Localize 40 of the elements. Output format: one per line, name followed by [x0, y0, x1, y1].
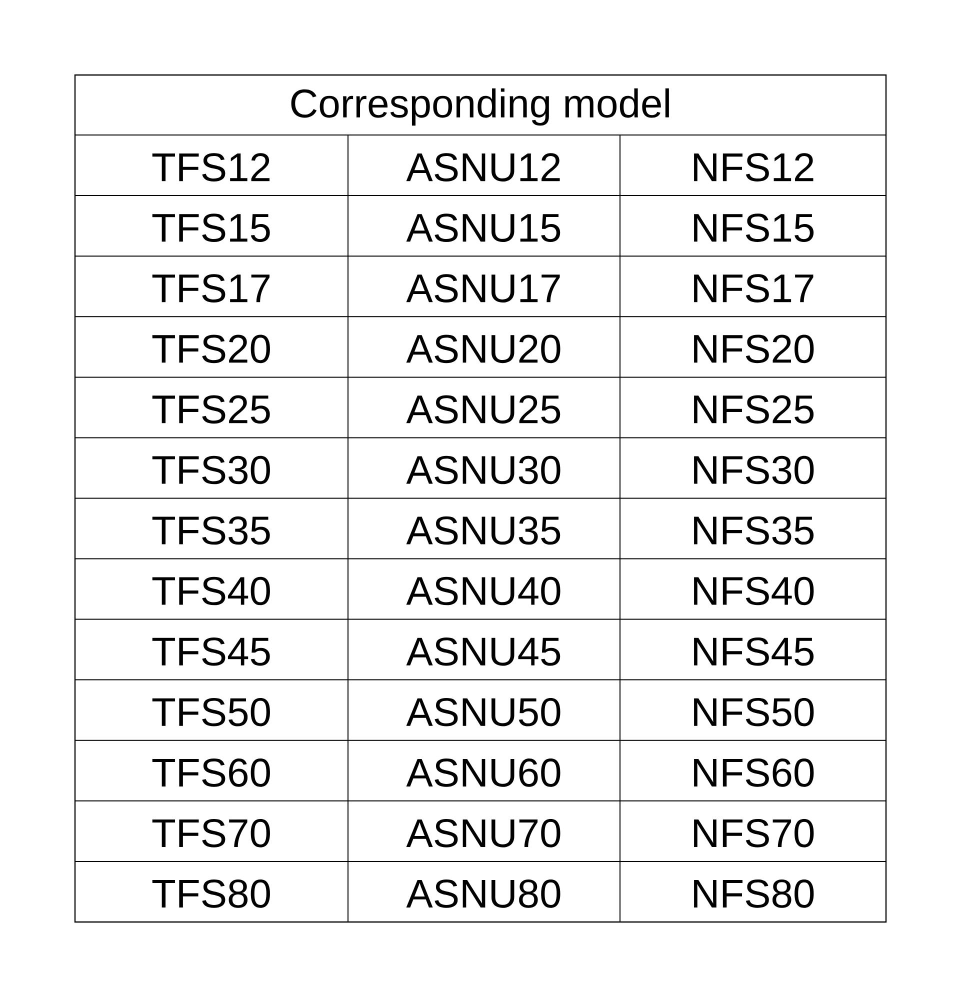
model-number: NFS45 — [694, 637, 814, 666]
model-number: ASNU45 — [406, 637, 560, 666]
model-number: ASNU17 — [406, 274, 560, 302]
model-number: ASNU50 — [406, 698, 560, 726]
model-number: TFS50 — [152, 698, 270, 726]
model-number: ASNU80 — [406, 880, 560, 908]
model-number: TFS30 — [152, 456, 270, 484]
model-number: NFS20 — [694, 334, 814, 364]
model-number: NFS30 — [694, 456, 814, 484]
model-number: TFS15 — [152, 214, 270, 242]
model-number: TFS25 — [152, 395, 270, 424]
model-number: NFS25 — [694, 395, 814, 424]
model-number: NFS50 — [694, 698, 814, 726]
model-number: NFS15 — [694, 214, 814, 242]
model-number: ASNU30 — [406, 456, 560, 484]
model-number: ASNU35 — [406, 516, 560, 545]
model-number: ASNU12 — [406, 153, 560, 182]
model-number: NFS60 — [694, 758, 814, 787]
model-number: TFS70 — [152, 819, 270, 848]
model-number: ASNU60 — [406, 758, 560, 787]
model-number: ASNU25 — [406, 395, 560, 424]
model-number: NFS70 — [694, 819, 814, 848]
table-header: Corresponding model — [291, 88, 669, 126]
model-number: TFS80 — [152, 880, 270, 908]
model-number: ASNU70 — [406, 819, 560, 848]
model-number: TFS20 — [152, 334, 270, 364]
model-number: TFS17 — [152, 274, 270, 302]
model-number: NFS40 — [694, 576, 814, 606]
model-number: NFS17 — [694, 274, 814, 302]
model-number: TFS45 — [152, 637, 270, 666]
model-number: TFS60 — [152, 758, 270, 787]
model-number: ASNU40 — [406, 576, 560, 606]
model-number: ASNU15 — [406, 214, 560, 242]
model-number: NFS80 — [694, 880, 814, 908]
model-number: TFS12 — [152, 153, 270, 182]
model-number: NFS35 — [694, 516, 814, 545]
model-number: TFS35 — [152, 516, 270, 545]
model-number: NFS12 — [694, 153, 814, 182]
model-number: TFS40 — [152, 576, 270, 606]
model-number: ASNU20 — [406, 334, 560, 364]
